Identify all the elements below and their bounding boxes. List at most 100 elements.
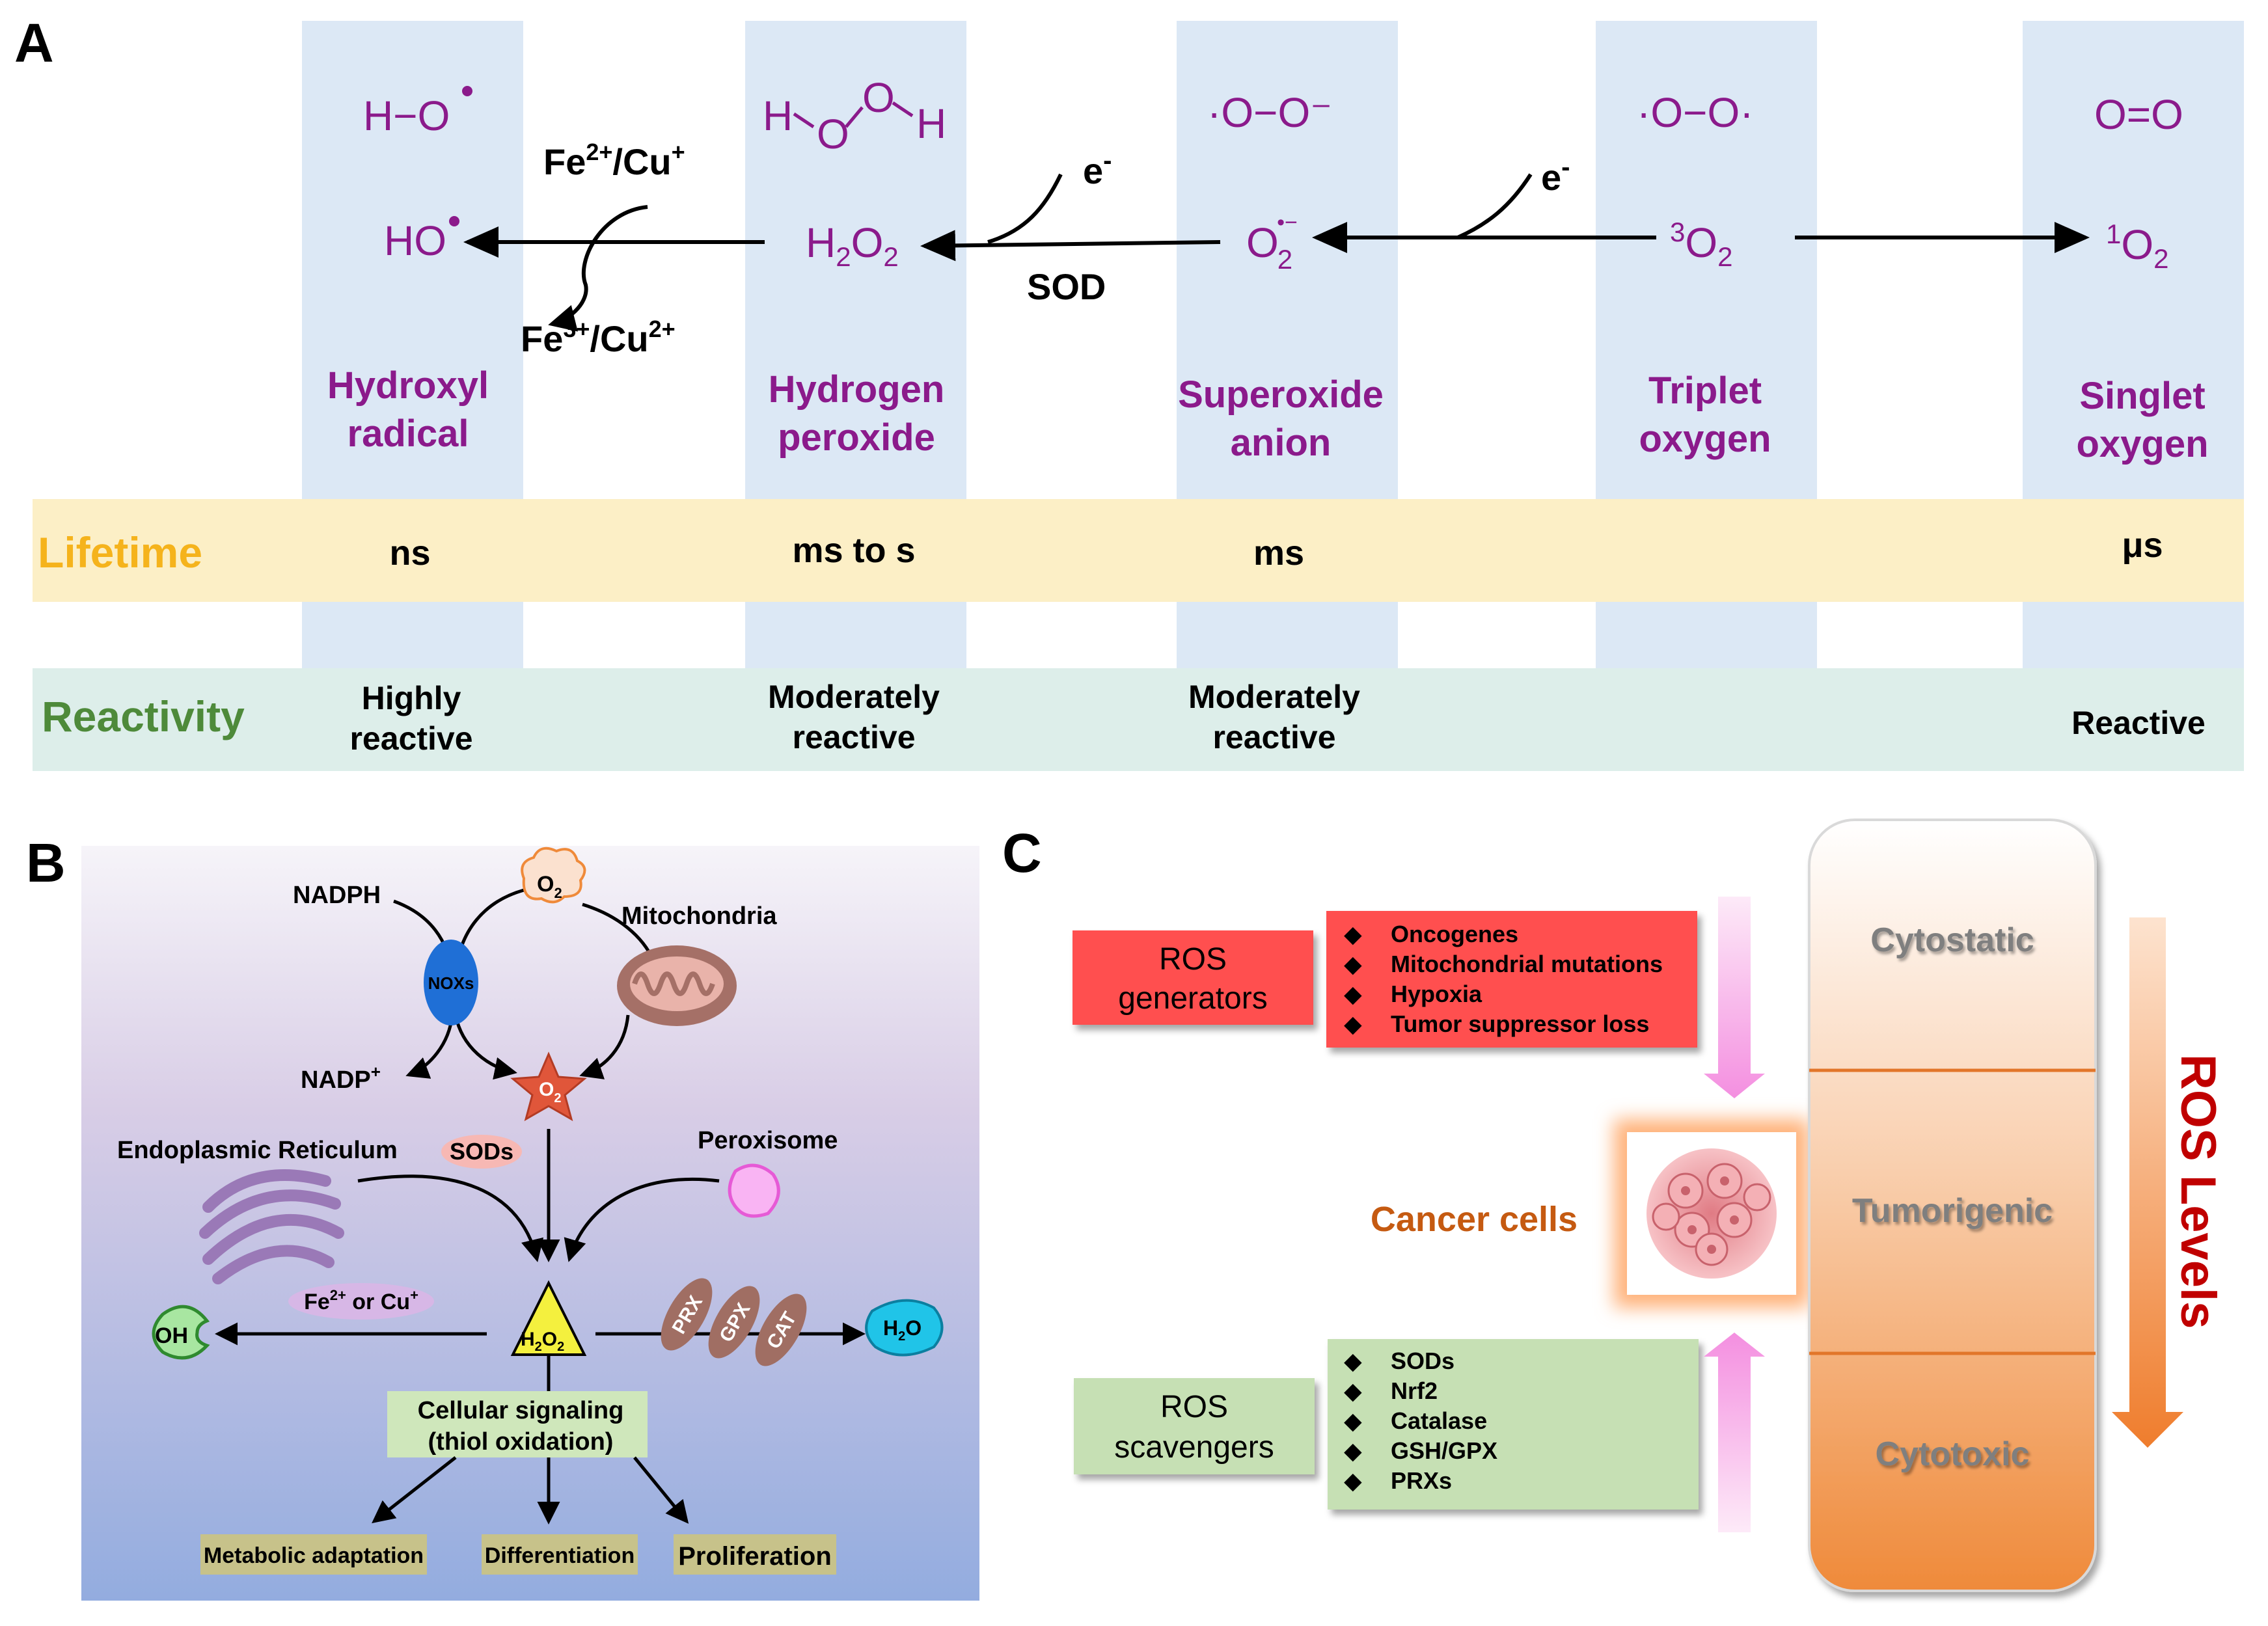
scavengers-line1: ROS bbox=[1160, 1390, 1228, 1424]
species-name-triplet-2: oxygen bbox=[1639, 418, 1771, 460]
peroxisome-icon bbox=[728, 1163, 780, 1218]
structure-h2o2-o1: O bbox=[817, 111, 849, 157]
generator-item: Tumor suppressor loss bbox=[1391, 1010, 1649, 1037]
reaction-arrows bbox=[463, 173, 2090, 332]
fenton-curve bbox=[548, 205, 648, 332]
oh-icon bbox=[152, 1305, 210, 1360]
scavenger-item: PRXs bbox=[1391, 1467, 1452, 1494]
outcome-metabolic: Metabolic adaptation bbox=[204, 1543, 424, 1568]
formula-singlet: 1O2 bbox=[2106, 219, 2169, 274]
tier-cytotoxic: Cytotoxic bbox=[1876, 1435, 2030, 1473]
h2o-label: H2O bbox=[883, 1316, 922, 1344]
reactivity-h2o2-1: Moderately bbox=[768, 679, 940, 715]
mitochondria-icon bbox=[617, 945, 737, 1026]
species-name-triplet-1: Triplet bbox=[1648, 370, 1762, 412]
generator-item: Hypoxia bbox=[1391, 981, 1482, 1007]
formula-h2o2: H2O2 bbox=[806, 219, 899, 272]
scavenger-item: GSH/GPX bbox=[1391, 1437, 1497, 1464]
panel-b-label: B bbox=[26, 832, 66, 893]
ros-levels-arrow bbox=[2112, 917, 2183, 1448]
generator-item: Oncogenes bbox=[1391, 921, 1518, 947]
ros-generators: ROS generators ◆ Oncogenes ◆ Mitochondri… bbox=[1073, 911, 1697, 1048]
reactivity-values: Highly reactive Moderately reactive Mode… bbox=[349, 679, 2205, 757]
structure-hydroxyl: H−O bbox=[363, 92, 450, 139]
cell-cluster-icon bbox=[1646, 1148, 1777, 1279]
superoxide-star-label: O2 bbox=[539, 1079, 561, 1105]
lifetime-row bbox=[33, 499, 2244, 602]
ros-tube: Cytostatic Tumorigenic Cytotoxic bbox=[1808, 819, 2097, 1592]
generators-line1: ROS bbox=[1159, 942, 1227, 977]
species-name-singlet-2: oxygen bbox=[2076, 423, 2208, 465]
er-label: Endoplasmic Reticulum bbox=[117, 1137, 398, 1164]
panel-a-label: A bbox=[14, 12, 54, 74]
species-name-h2o2-2: peroxide bbox=[778, 416, 935, 459]
generator-list: ◆ Oncogenes ◆ Mitochondrial mutations ◆ … bbox=[1344, 921, 1663, 1037]
fe-cu-label: Fe2+ or Cu+ bbox=[304, 1287, 418, 1314]
structures: H−O H O O H ·O−O⁻ ·O−O· O=O bbox=[363, 74, 2183, 157]
panel-a: A H−O H O O H ·O−O⁻ ·O−O· O=O HO bbox=[14, 12, 2244, 771]
panel-c-label: C bbox=[1002, 822, 1042, 884]
reagent-fe-cu-top: Fe2+/Cu+ bbox=[543, 139, 685, 182]
peroxisome-label: Peroxisome bbox=[698, 1127, 838, 1154]
formula-superoxide: O2•− bbox=[1246, 210, 1298, 275]
reactivity-label: Reactivity bbox=[42, 692, 245, 740]
reactivity-row bbox=[33, 668, 2244, 771]
reagent-sod: SOD bbox=[1027, 266, 1106, 307]
scavenger-bullet: ◆ bbox=[1344, 1348, 1362, 1374]
o2-label: O2 bbox=[537, 872, 562, 901]
species-name-hydroxyl-2: radical bbox=[348, 413, 469, 455]
scavenger-item: SODs bbox=[1391, 1348, 1455, 1374]
tier-tumorigenic: Tumorigenic bbox=[1852, 1192, 2053, 1230]
panel-b: B NADPH NADP+ NOXs O2 Mitochondria bbox=[26, 832, 979, 1601]
species-name-superoxide-1: Superoxide bbox=[1178, 373, 1384, 416]
scavenger-bullet: ◆ bbox=[1344, 1377, 1362, 1404]
cancer-cells-label: Cancer cells bbox=[1371, 1200, 1578, 1239]
lifetime-hydroxyl: ns bbox=[389, 534, 430, 573]
species-name-h2o2-1: Hydrogen bbox=[769, 368, 945, 411]
panel-b-background bbox=[81, 846, 979, 1601]
species-name-superoxide-2: anion bbox=[1231, 422, 1332, 464]
ros-scavengers: ROS scavengers ◆ SODs ◆ Nrf2 ◆ Catalase … bbox=[1074, 1339, 1699, 1510]
lifetime-h2o2: ms to s bbox=[792, 531, 915, 570]
lifetime-values: ns ms to s ms μs bbox=[389, 526, 2163, 573]
tier-cytostatic: Cytostatic bbox=[1870, 921, 2034, 959]
generators-box bbox=[1073, 930, 1313, 1025]
structure-h2o2-h2: H bbox=[916, 100, 946, 147]
mitochondria-label: Mitochondria bbox=[622, 902, 777, 930]
outcome-box-proliferation bbox=[674, 1534, 836, 1575]
arrow-superoxide-to-h2o2 bbox=[920, 230, 1221, 262]
sods-label: SODs bbox=[450, 1138, 513, 1165]
structure-triplet: ·O−O· bbox=[1637, 89, 1754, 136]
reagents: Fe2+/Cu+ Fe3+/Cu2+ e- e- SOD bbox=[521, 139, 1570, 359]
outcome-arrows bbox=[372, 1456, 689, 1524]
h2o2-triangle-label: H2O2 bbox=[521, 1329, 564, 1354]
scavenger-list: ◆ SODs ◆ Nrf2 ◆ Catalase ◆ GSH/GPX ◆ PRX… bbox=[1344, 1348, 1497, 1494]
generator-down-arrow bbox=[1704, 897, 1765, 1098]
oh-label: OH bbox=[155, 1323, 188, 1348]
signaling-scroll bbox=[387, 1391, 648, 1457]
structure-h2o2-h1: H bbox=[763, 92, 793, 139]
species-name-hydroxyl-1: Hydroxyl bbox=[327, 364, 489, 407]
scavenger-bullet: ◆ bbox=[1344, 1407, 1362, 1434]
outcome-differentiation: Differentiation bbox=[485, 1543, 635, 1568]
noxs-label: NOXs bbox=[428, 973, 474, 993]
generator-item: Mitochondrial mutations bbox=[1391, 951, 1663, 977]
sods-badge bbox=[441, 1135, 522, 1169]
generator-list-box bbox=[1326, 911, 1697, 1048]
radical-dot bbox=[462, 86, 472, 96]
ros-levels-label: ROS Levels bbox=[2170, 1054, 2226, 1329]
outcomes: Metabolic adaptation Differentiation Pro… bbox=[200, 1534, 836, 1575]
structure-superoxide: ·O−O⁻ bbox=[1207, 89, 1332, 136]
electron-curve-1 bbox=[987, 173, 1063, 244]
scavenger-bullet: ◆ bbox=[1344, 1467, 1362, 1494]
reactivity-hydroxyl-1: Highly bbox=[362, 680, 461, 716]
outcome-proliferation: Proliferation bbox=[678, 1542, 832, 1571]
generator-bullet: ◆ bbox=[1344, 921, 1362, 947]
o2-cloud: O2 bbox=[521, 847, 586, 904]
reagent-electron-1: e- bbox=[1083, 146, 1112, 191]
reactivity-h2o2-2: reactive bbox=[792, 719, 915, 755]
generators-line2: generators bbox=[1118, 981, 1267, 1016]
formula-radical-dot bbox=[449, 216, 459, 226]
scavenger-up-arrow bbox=[1704, 1333, 1765, 1532]
